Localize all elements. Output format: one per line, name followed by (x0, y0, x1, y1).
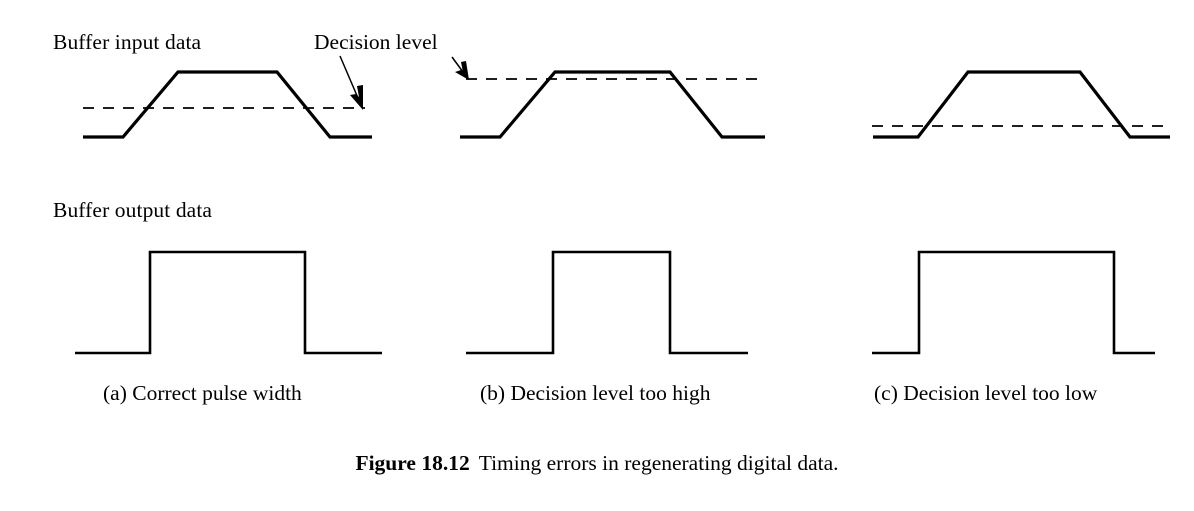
panel-a-input-group (83, 70, 372, 139)
output-pulse-a (75, 250, 382, 355)
panel-caption-b: (b) Decision level too high (480, 381, 711, 405)
figure-caption-text: Timing errors in regenerating digital da… (478, 451, 839, 475)
input-waveform-b (460, 70, 765, 139)
decision-level-arrow-b (451, 56, 469, 80)
output-row-label: Buffer output data (53, 198, 213, 222)
panel-c-output-group (872, 250, 1155, 355)
output-pulse-b (466, 250, 748, 355)
panel-b-input-group (460, 70, 765, 139)
panel-a-output-group (75, 250, 382, 355)
panel-caption-a: (a) Correct pulse width (103, 381, 302, 405)
input-waveform-a (83, 70, 372, 139)
panel-b-output-group (466, 250, 748, 355)
arrowhead-icon (455, 61, 469, 80)
input-waveform-c (873, 70, 1170, 139)
input-row-label: Buffer input data (53, 30, 202, 54)
figure-number: Figure 18.12 (355, 451, 470, 475)
panel-c-input-group (872, 70, 1172, 139)
figure-caption: Figure 18.12 Timing errors in regeneratin… (0, 451, 1194, 476)
decision-level-arrow-a (339, 55, 363, 110)
decision-level-label: Decision level (314, 30, 438, 54)
panel-caption-c: (c) Decision level too low (874, 381, 1098, 405)
output-pulse-c (872, 250, 1155, 355)
arrowhead-icon (350, 85, 363, 110)
